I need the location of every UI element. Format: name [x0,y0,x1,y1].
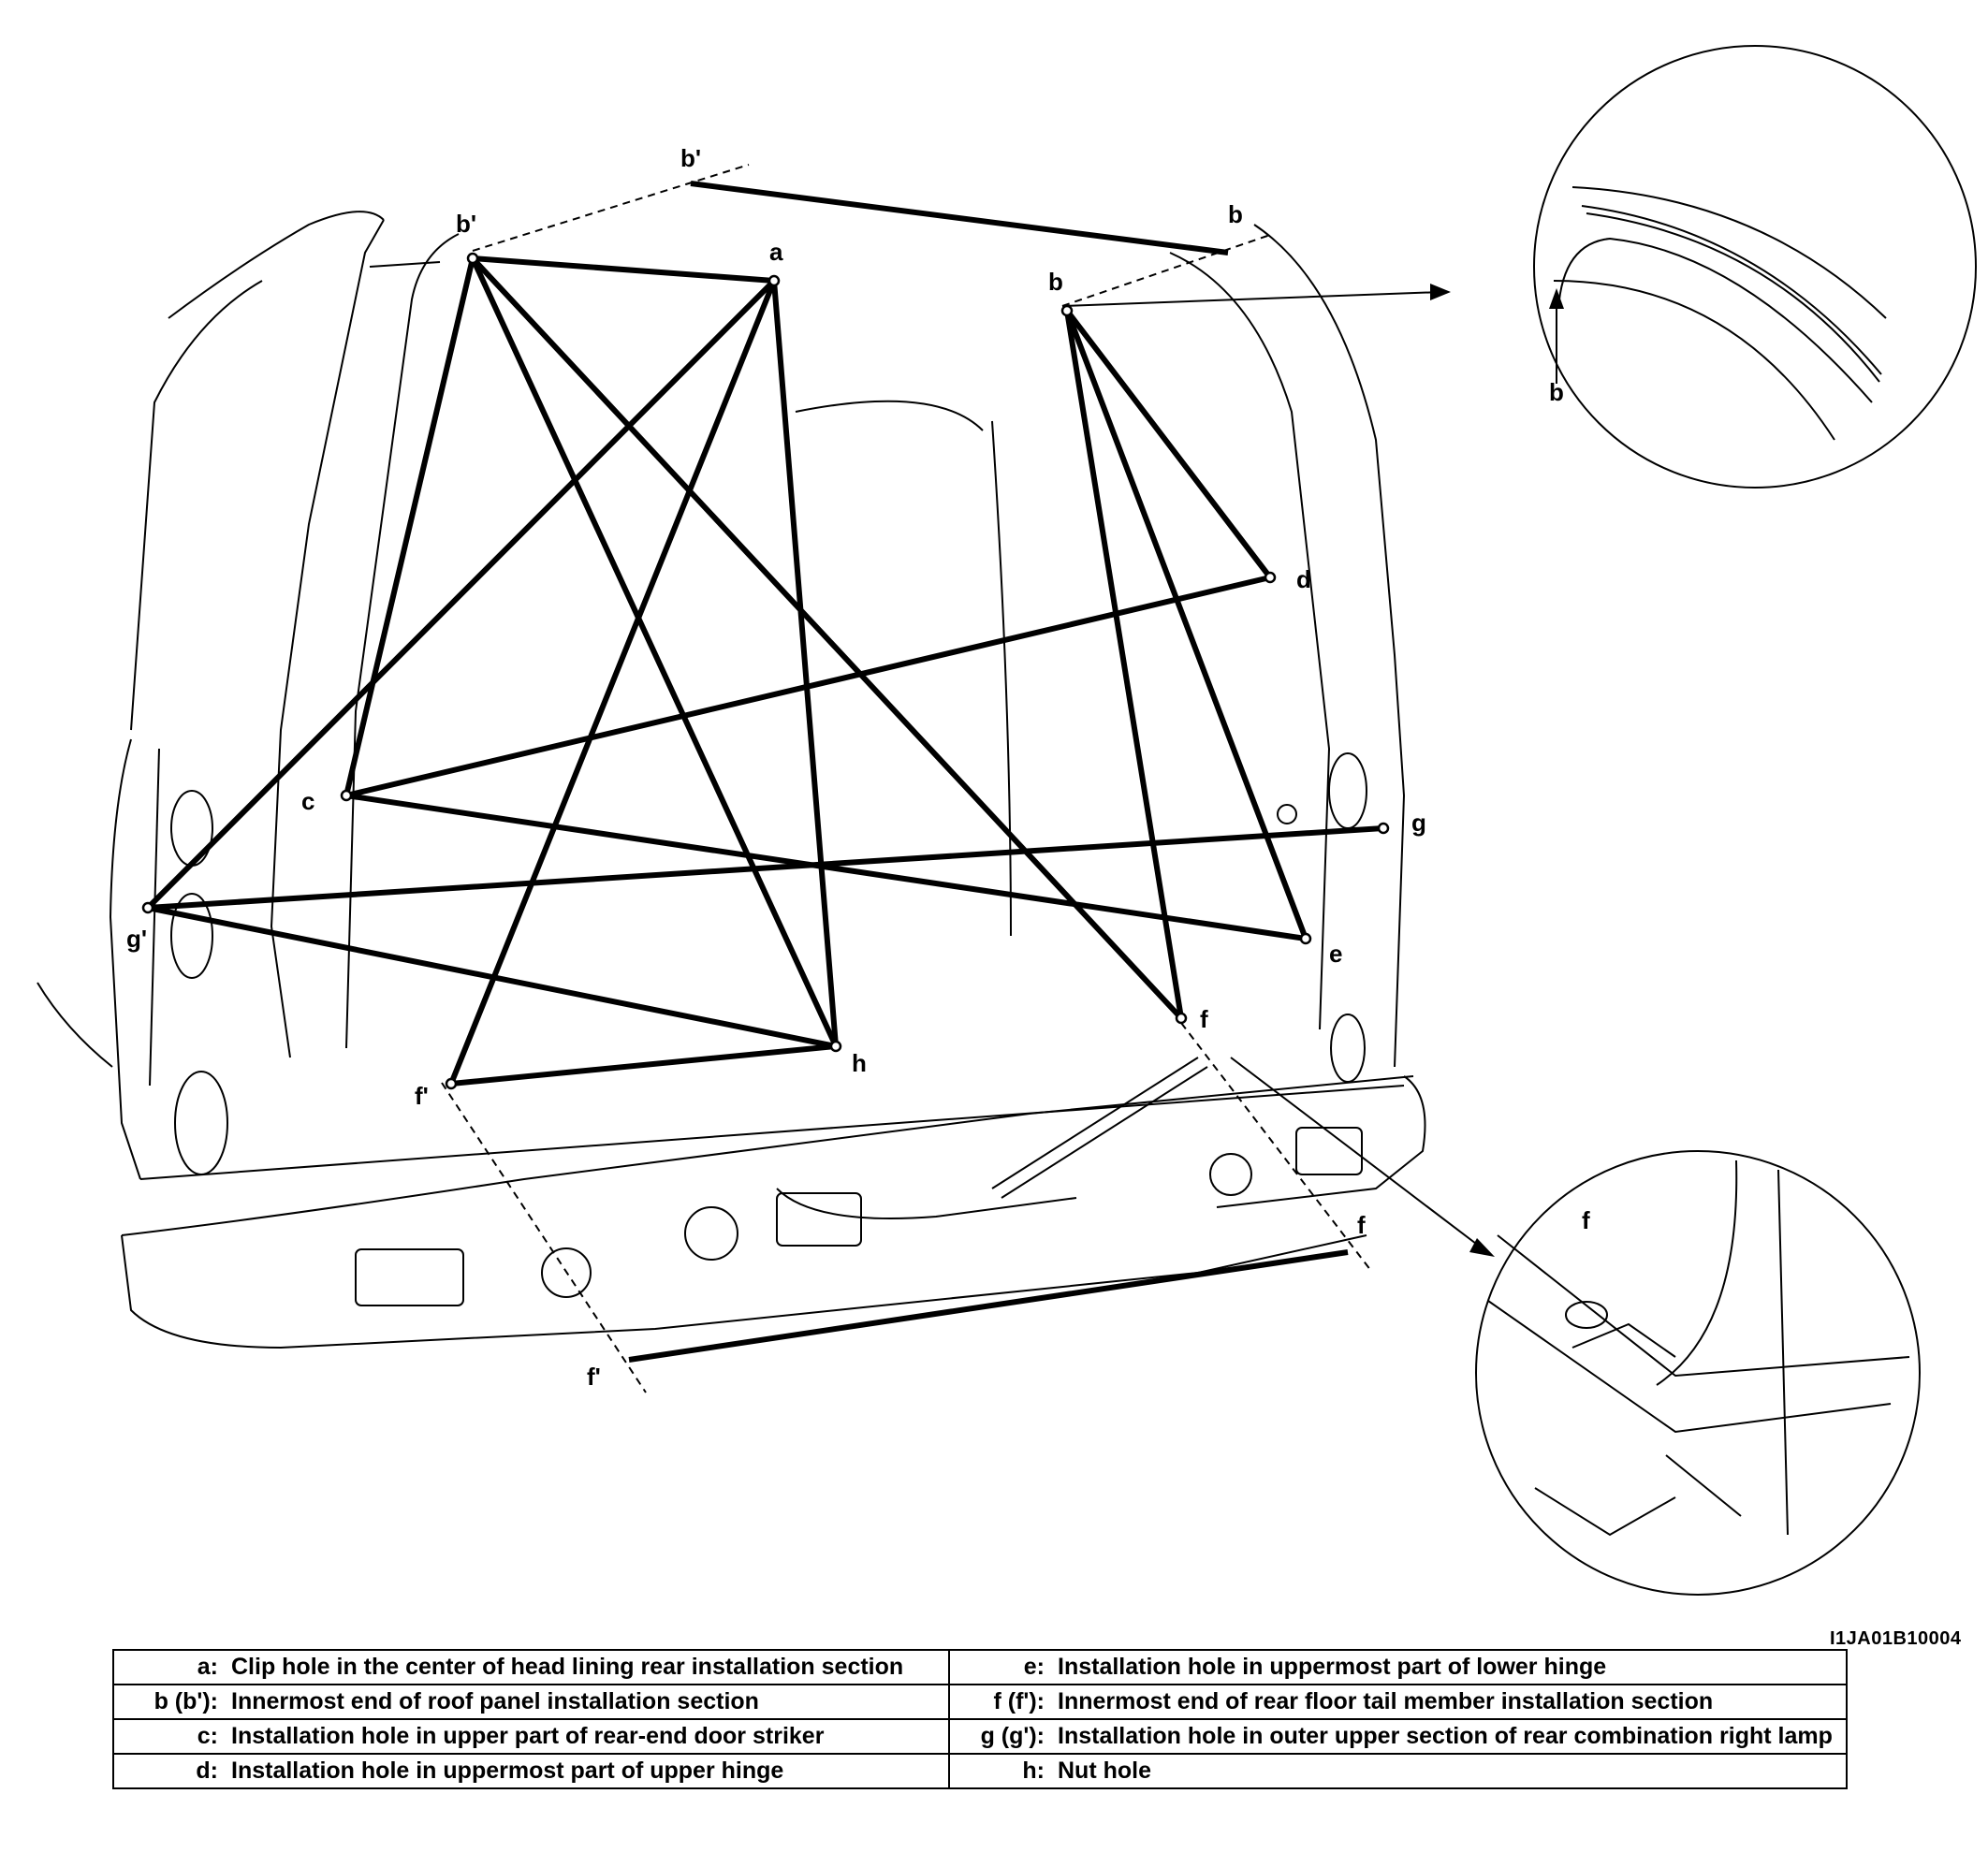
legend-desc: Installation hole in uppermost part of l… [1052,1649,1848,1685]
legend-desc: Installation hole in outer upper section… [1052,1718,1848,1755]
body-measurement-diagram: b' b b' a b c d e f f' g g' h f f' b f [37,45,1977,1596]
label-g-prime: g' [126,925,147,953]
legend-row: a: Clip hole in the center of head linin… [112,1649,1848,1685]
legend-key: f (f'): [948,1684,1052,1720]
legend-key: a: [112,1649,226,1685]
reference-dashed-lines [441,164,1372,1393]
legend-desc: Installation hole in uppermost part of u… [226,1753,950,1789]
label-a: a [769,238,783,266]
label-b-prime: b' [456,210,476,238]
label-f-prime: f' [415,1082,429,1110]
legend-key: h: [948,1753,1052,1789]
vehicle-body-outline [37,211,1426,1349]
figure-id: I1JA01B10004 [1830,1628,1962,1649]
label-e: e [1329,940,1342,968]
legend-key: d: [112,1753,226,1789]
legend-key: g (g'): [948,1718,1052,1755]
legend-key: e: [948,1649,1052,1685]
detail-top-label: b [1549,378,1564,406]
label-g: g [1411,809,1426,837]
label-b-prime-top: b' [680,144,701,172]
legend-desc: Clip hole in the center of head lining r… [226,1649,950,1685]
reference-points [141,252,1390,1090]
detail-bottom-label: f [1582,1206,1590,1234]
legend-desc: Installation hole in upper part of rear-… [226,1718,950,1755]
legend-row: c: Installation hole in upper part of re… [112,1718,1848,1755]
legend-table: a: Clip hole in the center of head linin… [112,1649,1848,1789]
label-h: h [852,1049,867,1077]
label-b-top: b [1228,200,1243,228]
legend-key: c: [112,1718,226,1755]
arrowhead-bottom [1469,1238,1495,1257]
label-c: c [301,787,314,815]
legend-row: d: Installation hole in uppermost part o… [112,1753,1848,1789]
label-d: d [1296,565,1311,593]
label-b: b [1048,268,1063,296]
arrowhead-top [1430,284,1451,300]
floor-tail-reference-bar [628,1249,1349,1363]
legend-desc: Innermost end of roof panel installation… [226,1684,950,1720]
leader-arrow-top [1061,291,1442,307]
label-f-prime-bottom: f' [587,1363,601,1391]
detail-circle-bottom [1475,1150,1921,1596]
measurement-lines [145,255,1386,1087]
legend-desc: Innermost end of rear floor tail member … [1052,1684,1848,1720]
leader-arrow-bottom [1230,1057,1484,1250]
label-f: f [1200,1005,1208,1033]
legend-key: b (b'): [112,1684,226,1720]
legend-desc: Nut hole [1052,1753,1848,1789]
legend-row: b (b'): Innermost end of roof panel inst… [112,1684,1848,1720]
roof-panel-reference-bar [690,181,1229,255]
label-f-bottom: f [1357,1211,1366,1239]
arrowhead-detail-top [1549,288,1564,309]
detail-circle-top [1533,45,1977,489]
